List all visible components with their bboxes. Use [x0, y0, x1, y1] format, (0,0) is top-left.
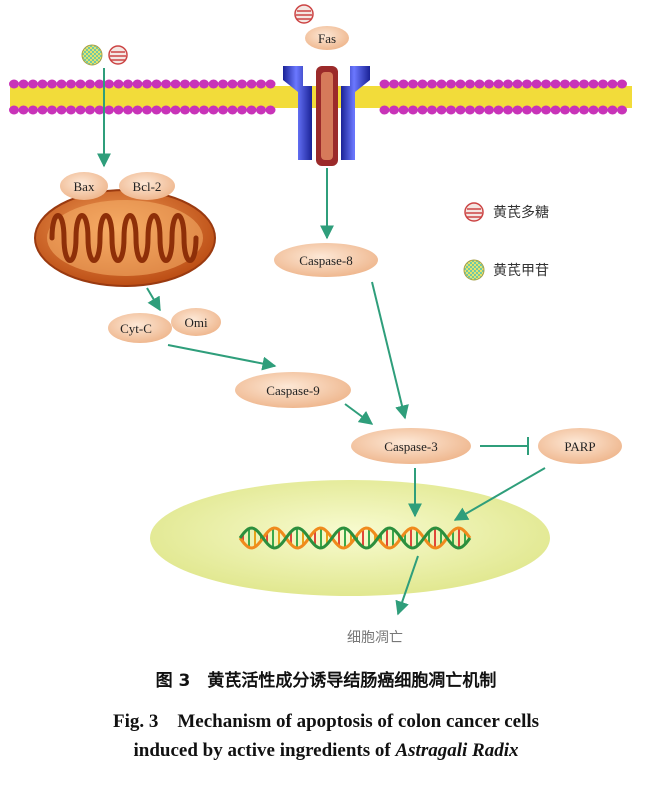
glycoside-icon: [81, 44, 103, 66]
dna-helix: [238, 526, 472, 550]
caption-english-line1: Fig. 3 Mechanism of apoptosis of colon c…: [112, 711, 540, 732]
bcl2-label: Bcl-2: [133, 179, 162, 194]
bax-label: Bax: [74, 179, 95, 194]
polysaccharide-icon: [464, 202, 484, 222]
arrow-dna-to-apoptosis: [395, 555, 419, 616]
caption-english-italic: Astragali Radix: [395, 740, 519, 761]
polysaccharide-icon: [294, 4, 314, 24]
caspase9-node: [235, 372, 351, 408]
polysaccharide-icon: [108, 45, 128, 65]
caspase8-node: [274, 243, 378, 277]
legend-polysaccharide: 黄芪多糖: [493, 204, 549, 221]
cell-membrane: [9, 79, 632, 115]
arrow-parp-to-dna: [453, 467, 546, 521]
fas-label: Fas: [318, 31, 336, 46]
caspase9-label: Caspase-9: [266, 383, 319, 398]
caspase3-label: Caspase-3: [384, 439, 437, 454]
apoptosis-diagram: Fas Bax Bcl-2 Caspase-8 Cyt-C Omi Caspas…: [9, 4, 632, 646]
arrow-caspase8-to-caspase3: [371, 281, 409, 420]
bax-node: [60, 172, 108, 200]
bcl2-node: [119, 172, 175, 200]
caption-english-prefix: induced by active ingredients of: [133, 740, 396, 761]
fas-ligand: [305, 26, 349, 50]
omi-label: Omi: [184, 315, 208, 330]
caspase8-label: Caspase-8: [299, 253, 352, 268]
mitochondria: [34, 189, 216, 287]
parp-node: [538, 428, 622, 464]
fas-receptor: [283, 66, 370, 166]
legend: 黄芪多糖 黄芪甲苷: [463, 202, 549, 281]
arrow-caspase9-to-caspase3: [344, 403, 374, 425]
arrow-cytc-to-caspase9: [167, 344, 277, 371]
arrow-mito-to-cytc: [146, 287, 161, 312]
caspase3-node: [351, 428, 471, 464]
cytc-node: [108, 313, 172, 343]
caption-english-line2: induced by active ingredients of Astraga…: [0, 740, 652, 762]
caption-chinese: 图 3 黄芪活性成分诱导结肠癌细胞凋亡机制: [155, 671, 497, 691]
glycoside-icon: [463, 259, 485, 281]
omi-node: [171, 308, 221, 336]
apoptosis-label: 细胞凋亡: [347, 630, 403, 646]
cytc-label: Cyt-C: [120, 321, 152, 336]
parp-label: PARP: [564, 439, 595, 454]
legend-glycoside: 黄芪甲苷: [493, 262, 549, 279]
